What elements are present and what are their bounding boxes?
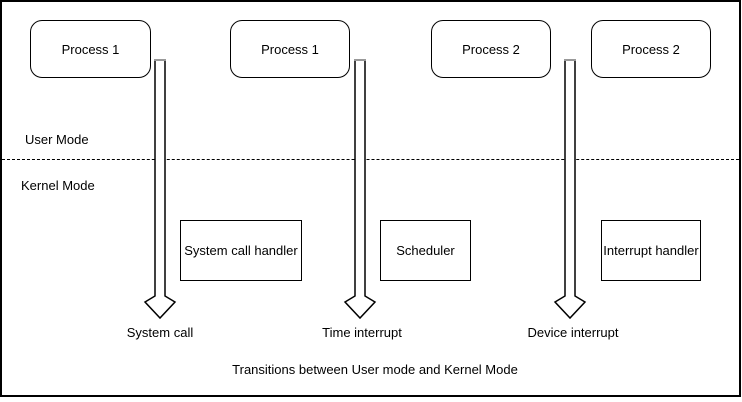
- time-interrupt-arrow-icon: [343, 59, 377, 320]
- user-mode-label: User Mode: [25, 132, 89, 147]
- process-box-4: Process 2: [591, 20, 711, 78]
- system-call-arrow-icon: [143, 59, 177, 320]
- interrupt-handler-box: Interrupt handler: [601, 220, 701, 281]
- process-box-4-label: Process 2: [622, 41, 680, 57]
- interrupt-handler-label: Interrupt handler: [603, 243, 699, 258]
- process-box-1-label: Process 1: [61, 41, 120, 57]
- process-box-2: Process 1: [230, 20, 350, 78]
- scheduler-box: Scheduler: [380, 220, 471, 281]
- time-interrupt-label: Time interrupt: [322, 325, 402, 340]
- process-box-3-label: Process 2: [462, 41, 520, 57]
- process-box-2-label: Process 1: [261, 41, 319, 57]
- system-call-handler-label: System call handler: [184, 243, 298, 258]
- diagram-caption: Transitions between User mode and Kernel…: [232, 362, 518, 377]
- device-interrupt-label: Device interrupt: [527, 325, 619, 340]
- system-call-handler-box: System call handler: [180, 220, 302, 281]
- device-interrupt-arrow-icon: [553, 59, 587, 320]
- mode-divider-line: [2, 159, 739, 160]
- scheduler-label: Scheduler: [396, 243, 455, 258]
- system-call-label: System call: [126, 325, 194, 340]
- process-box-3: Process 2: [431, 20, 551, 78]
- kernel-mode-label: Kernel Mode: [21, 178, 95, 193]
- process-box-1: Process 1: [30, 20, 151, 78]
